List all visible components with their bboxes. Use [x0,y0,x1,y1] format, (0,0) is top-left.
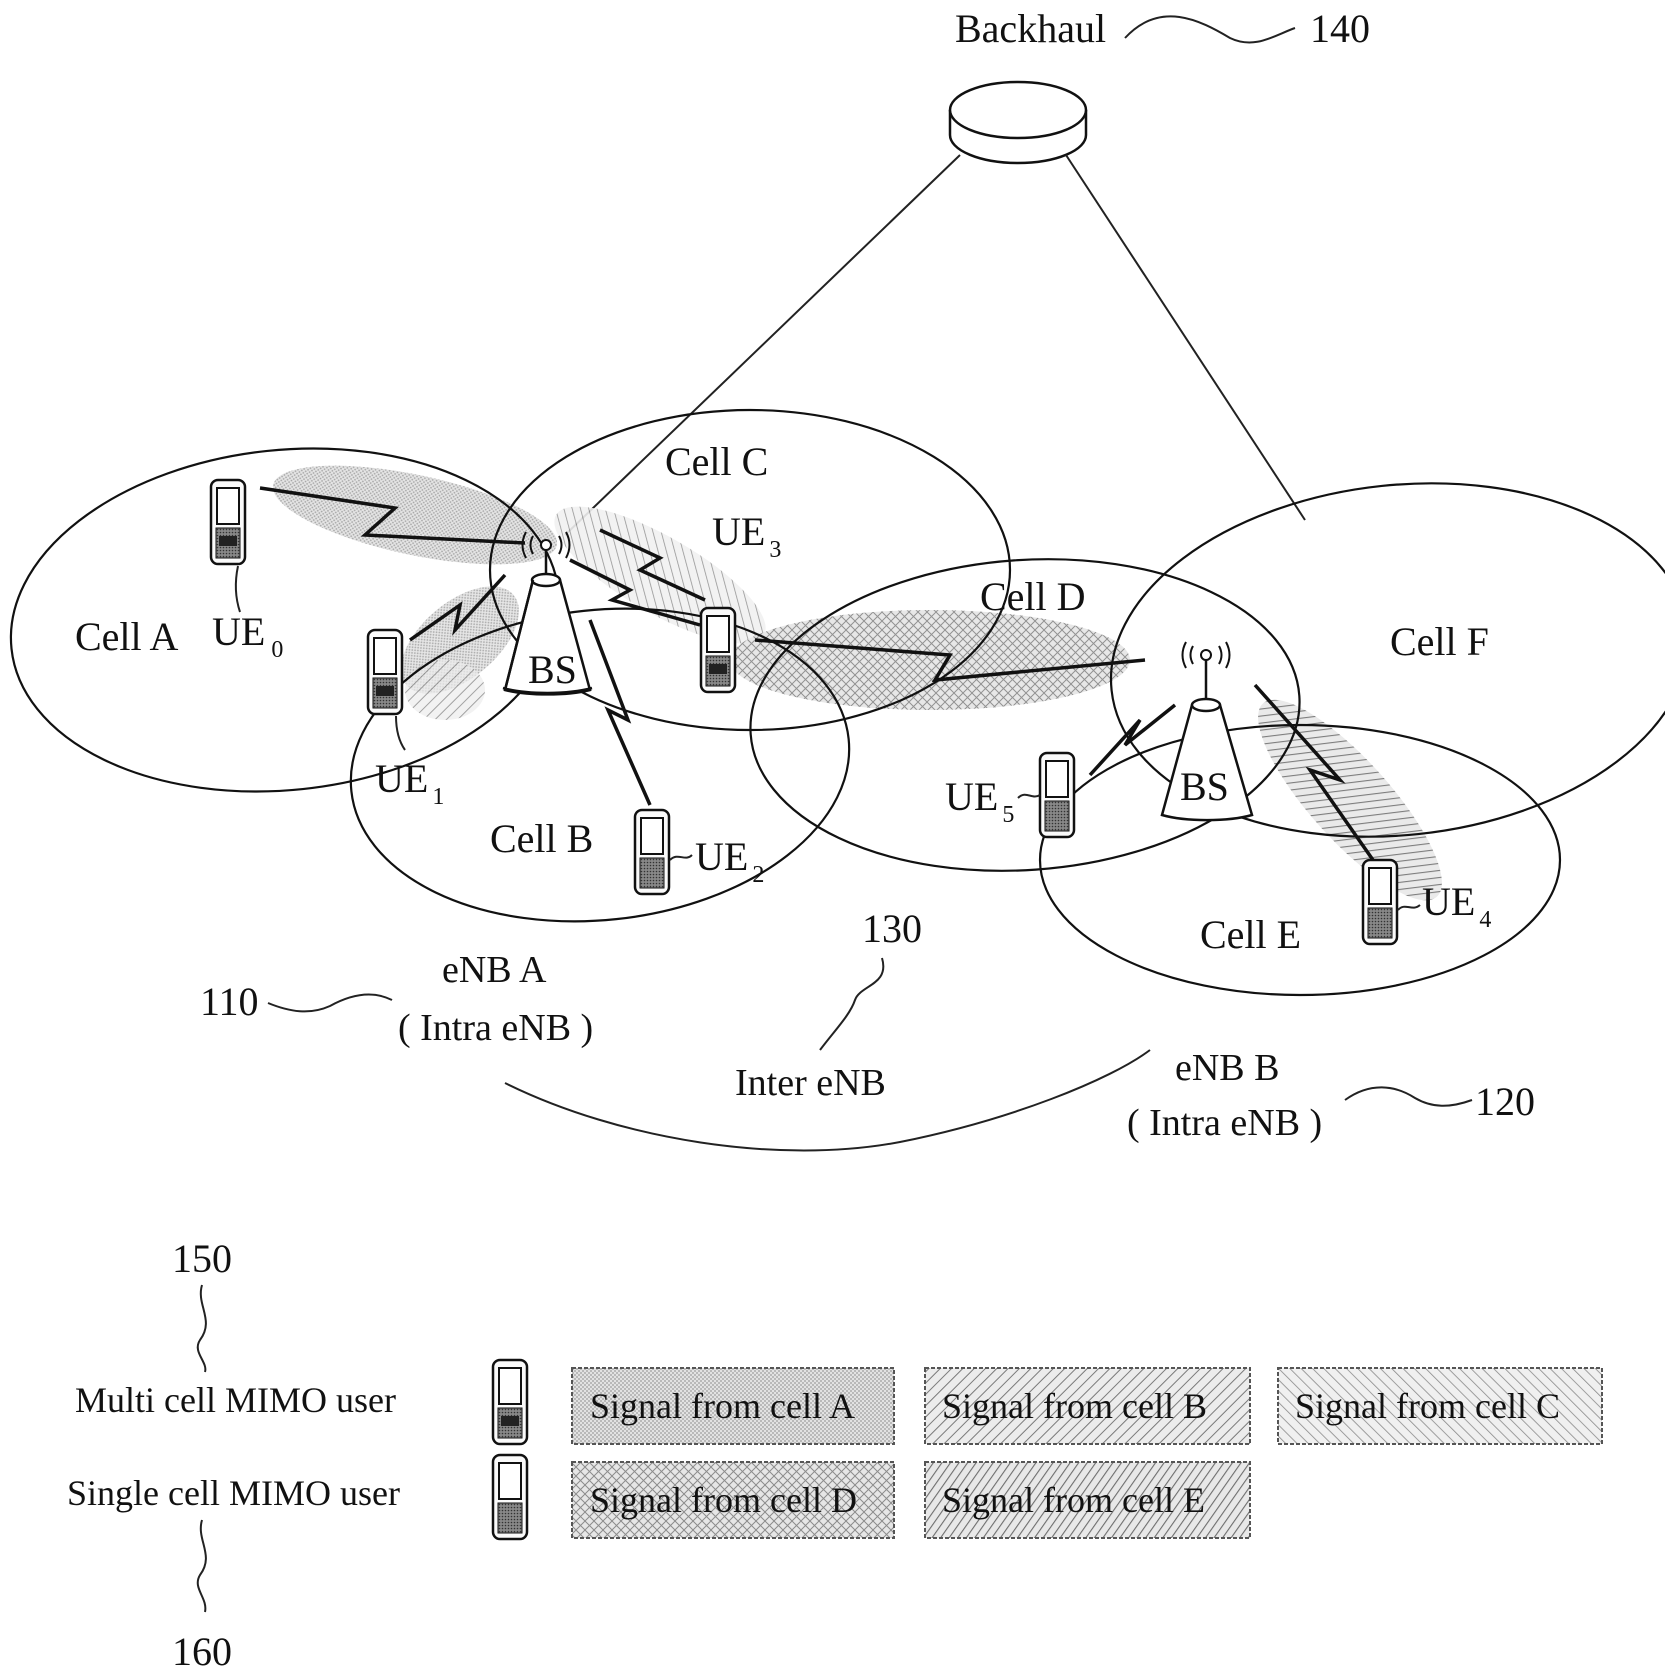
ue4-leader [1398,905,1420,910]
ue0-leader [236,566,240,612]
enb-b-ref: 120 [1475,1079,1535,1124]
ue3-label: UE3 [712,509,781,563]
bs-a-label: BS [528,647,577,692]
svg-text:Signal from cell C: Signal from cell C [1295,1386,1560,1426]
legend-single-ref: 160 [172,1629,232,1674]
inter-enb-ref: 130 [862,906,922,951]
cell-c-label: Cell C [665,439,768,484]
inter-enb-leader [820,958,883,1050]
ue1-leader [396,716,405,750]
legend-multi-leader [198,1285,206,1372]
legend-multi-label: Multi cell MIMO user [75,1380,396,1420]
enb-a-ref: 110 [200,979,259,1024]
svg-text:Signal from cell D: Signal from cell D [590,1480,857,1520]
signal-region-cell-a-ue0 [265,446,565,585]
ue0-label: UE0 [212,609,283,663]
signal-link-ue2 [590,620,650,805]
svg-text:Signal from cell B: Signal from cell B [942,1386,1207,1426]
ue4-label: UE4 [1422,879,1491,933]
backhaul-ref: 140 [1310,6,1370,51]
legend-single-label: Single cell MIMO user [67,1473,400,1513]
enb-a-leader [268,995,392,1012]
enb-b-type: ( Intra eNB ) [1127,1102,1322,1144]
signal-region-cell-b-ue1 [405,660,485,720]
signal-link-ue5 [1090,705,1175,775]
ue5-leader [1018,795,1040,798]
cell-d-label: Cell D [980,574,1086,619]
backhaul-leader [1125,16,1295,42]
backhaul-node [950,82,1086,163]
legend-signal-cell-b: Signal from cell B [925,1368,1250,1444]
enb-a-type: ( Intra eNB ) [398,1007,593,1049]
svg-text:Signal from cell A: Signal from cell A [590,1386,855,1426]
legend-multi-ref: 150 [172,1236,232,1281]
backhaul-label: Backhaul [955,6,1106,51]
ue1-label: UE1 [375,756,444,810]
cell-e-label: Cell E [1200,912,1301,957]
ue2-label: UE2 [695,834,764,888]
legend-signal-cell-d: Signal from cell D [572,1462,894,1538]
legend-signal-cell-c: Signal from cell C [1278,1368,1602,1444]
ue5-phone-icon [1040,753,1074,837]
enb-b-leader [1345,1087,1472,1105]
cell-a-label: Cell A [75,614,178,659]
cell-f-label: Cell F [1390,619,1489,664]
ue5-label: UE5 [945,774,1014,828]
phone-dark-icon [493,1360,527,1444]
signal-region-cell-d-ue3 [730,610,1130,710]
ue0-phone-icon [211,480,245,564]
backhaul-link-b [1066,155,1305,520]
ue4-phone-icon [1363,860,1397,944]
legend-signal-cell-e: Signal from cell E [925,1462,1250,1538]
enb-b-name: eNB B [1175,1047,1280,1089]
ue2-leader [670,855,692,860]
ue3-phone-icon [701,608,735,692]
legend-signal-cell-a: Signal from cell A [572,1368,894,1444]
phone-light-icon [493,1455,527,1539]
legend-single-leader [198,1520,206,1612]
inter-enb-label: Inter eNB [735,1062,886,1104]
bs-b-label: BS [1180,764,1229,809]
cell-b-label: Cell B [490,816,593,861]
ue2-phone-icon [635,810,669,894]
ue1-phone-icon [368,630,402,714]
enb-a-name: eNB A [442,949,547,991]
svg-text:Signal from cell E: Signal from cell E [942,1480,1205,1520]
